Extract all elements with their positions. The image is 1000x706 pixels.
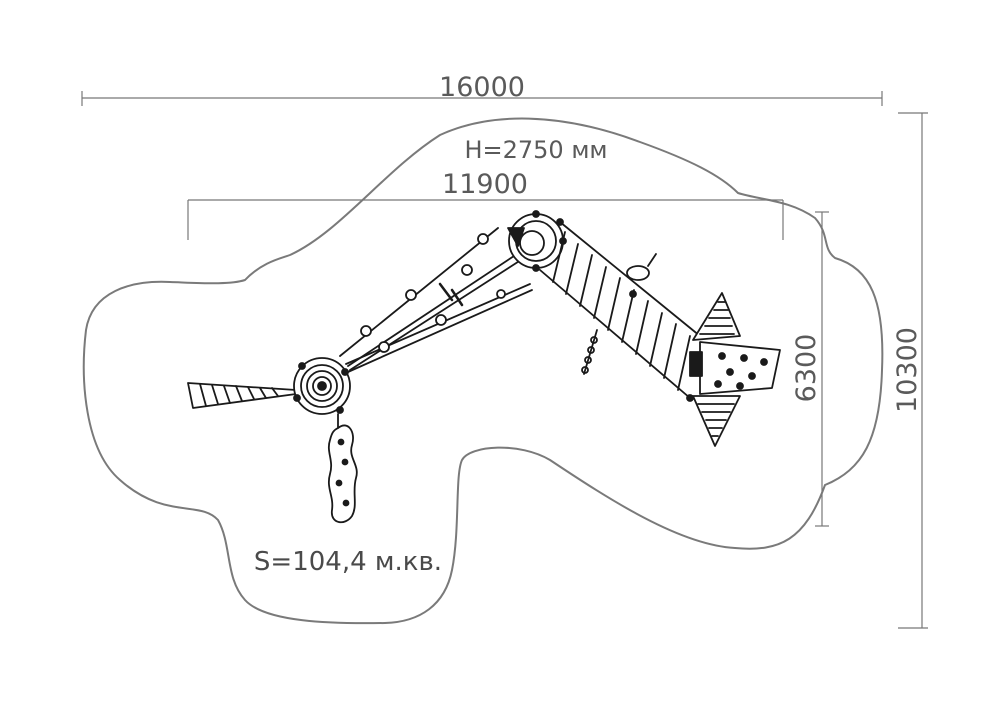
upper-bridge [339,227,525,371]
dimension-inner-depth: 6300 [791,211,829,527]
dimension-total-depth: 10300 [892,112,928,629]
porthole [626,265,650,281]
tail-section [689,292,781,447]
total-depth-label: 10300 [892,327,923,413]
dimension-inner-width: 11900 [187,169,784,240]
inner-width-label: 11900 [442,169,528,200]
lower-bridge [345,283,533,373]
wavy-climber [327,424,358,524]
safety-zone-outline [82,117,884,625]
dimension-total-width: 16000 [81,72,883,106]
central-tower [507,210,567,272]
hanging-rope [581,329,598,375]
net-tunnel [539,218,704,402]
round-tower [293,357,351,415]
height-label: H=2750 мм [464,136,607,164]
left-ramp [187,382,297,409]
inner-depth-label: 6300 [791,334,822,403]
area-label: S=104,4 м.кв. [254,547,442,577]
total-width-label: 16000 [439,72,525,103]
playground-structure [187,210,781,524]
